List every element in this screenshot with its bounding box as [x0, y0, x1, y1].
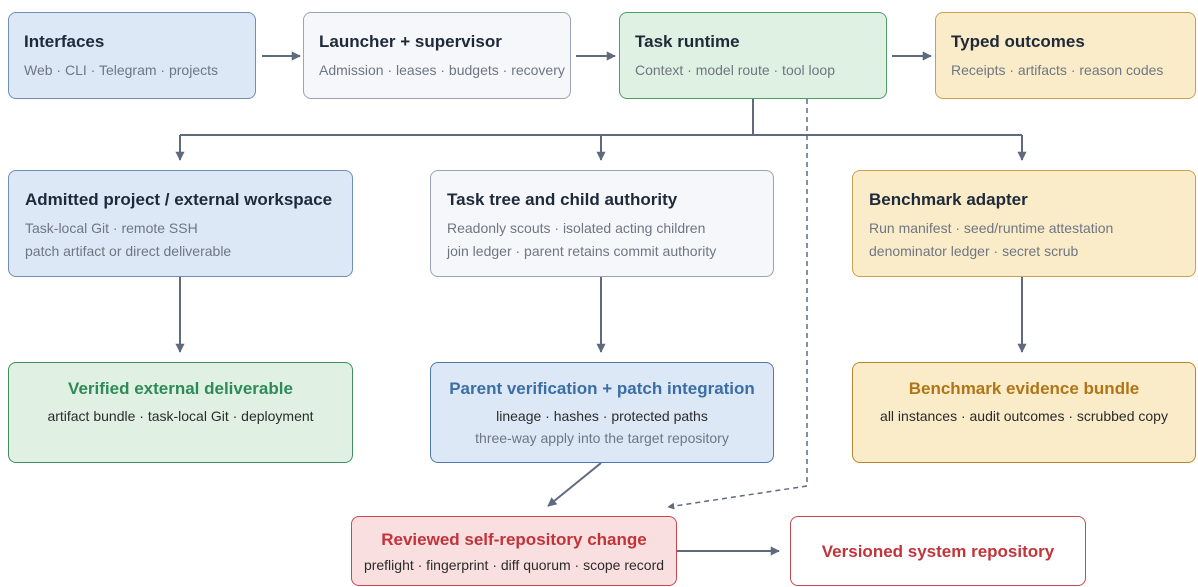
benchmark-adapter-title: Benchmark adapter: [869, 190, 1028, 209]
reviewed-change-line1: preflight · fingerprint · diff quorum · …: [363, 557, 665, 573]
benchmark-adapter-box: Benchmark adapter Run manifest · seed/ru…: [852, 170, 1196, 277]
launcher-title: Launcher + supervisor: [319, 32, 502, 51]
versioned-repo-box: Versioned system repository: [790, 516, 1086, 586]
interfaces-subtitle: Web · CLI · Telegram · projects: [24, 62, 218, 78]
benchmark-adapter-line1: Run manifest · seed/runtime attestation: [869, 220, 1114, 236]
benchmark-bundle-box: Benchmark evidence bundle all instances …: [852, 362, 1196, 463]
task-tree-title: Task tree and child authority: [447, 190, 678, 209]
benchmark-bundle-title: Benchmark evidence bundle: [908, 379, 1140, 398]
reviewed-change-title: Reviewed self-repository change: [381, 530, 647, 549]
dashed-runtime-to-reviewed: [667, 99, 808, 510]
verified-deliverable-line1: artifact bundle · task-local Git · deplo…: [47, 408, 314, 424]
runtime-subtitle: Context · model route · tool loop: [635, 62, 835, 78]
versioned-repo-title: Versioned system repository: [821, 542, 1055, 561]
parent-verification-title: Parent verification + patch integration: [449, 379, 755, 398]
task-tree-line1: Readonly scouts · isolated acting childr…: [447, 220, 706, 236]
verified-deliverable-title: Verified external deliverable: [68, 379, 293, 398]
verified-deliverable-box: Verified external deliverable artifact b…: [8, 362, 353, 463]
launcher-subtitle: Admission · leases · budgets · recovery: [319, 62, 565, 78]
runtime-title: Task runtime: [635, 32, 740, 51]
typed-outcomes-title: Typed outcomes: [951, 32, 1085, 51]
benchmark-adapter-line2: denominator ledger · secret scrub: [869, 243, 1079, 259]
parent-verification-line1: lineage · hashes · protected paths: [496, 408, 708, 424]
reviewed-change-box: Reviewed self-repository change prefligh…: [351, 516, 677, 586]
interfaces-box: Interfaces Web · CLI · Telegram · projec…: [8, 12, 256, 99]
typed-outcomes-subtitle: Receipts · artifacts · reason codes: [951, 62, 1164, 78]
admitted-project-title: Admitted project / external workspace: [25, 190, 333, 209]
parent-verification-line2: three-way apply into the target reposito…: [475, 430, 729, 446]
benchmark-bundle-line1: all instances · audit outcomes · scrubbe…: [880, 408, 1168, 424]
launcher-box: Launcher + supervisor Admission · leases…: [303, 12, 571, 99]
arrow-parent-to-reviewed: [547, 462, 602, 507]
task-tree-box: Task tree and child authority Readonly s…: [430, 170, 774, 277]
admitted-project-box: Admitted project / external workspace Ta…: [8, 170, 353, 277]
admitted-project-line1: Task-local Git · remote SSH: [25, 220, 198, 236]
task-tree-line2: join ledger · parent retains commit auth…: [447, 243, 717, 259]
admitted-project-line2: patch artifact or direct deliverable: [25, 243, 232, 259]
runtime-box: Task runtime Context · model route · too…: [619, 12, 887, 99]
interfaces-title: Interfaces: [24, 32, 105, 51]
typed-outcomes-box: Typed outcomes Receipts · artifacts · re…: [935, 12, 1196, 99]
parent-verification-box: Parent verification + patch integration …: [430, 362, 774, 463]
